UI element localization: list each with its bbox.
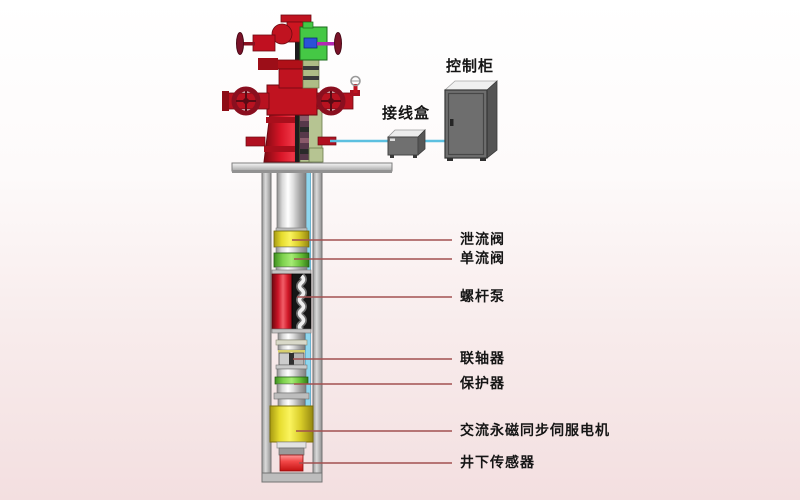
label-protector: 保护器	[460, 376, 505, 392]
label-coupling: 联轴器	[460, 351, 505, 367]
wellhead-christmas-tree	[222, 14, 361, 163]
tubing-string	[276, 170, 307, 233]
coupling	[275, 332, 308, 370]
control-cabinet-label: 控制柜	[446, 57, 495, 75]
label-downhole-sensor: 井下传感器	[460, 455, 535, 471]
control-cabinet	[443, 80, 499, 161]
leader-lines	[292, 239, 452, 464]
cabinet-handle-icon	[450, 119, 454, 126]
screw-pump	[271, 269, 312, 334]
servo-motor	[269, 405, 314, 456]
wellhead-base-plate	[231, 162, 393, 173]
label-drain-valve: 泄流阀	[460, 232, 505, 248]
label-screw-pump: 螺杆泵	[460, 289, 505, 305]
junction-box	[387, 129, 426, 158]
protector	[273, 368, 310, 407]
junction-box-label: 接线盒	[382, 104, 431, 122]
label-servo-motor: 交流永磁同步伺服电机	[460, 423, 610, 439]
label-check-valve: 单流阀	[460, 251, 505, 267]
drain-valve	[273, 227, 310, 254]
